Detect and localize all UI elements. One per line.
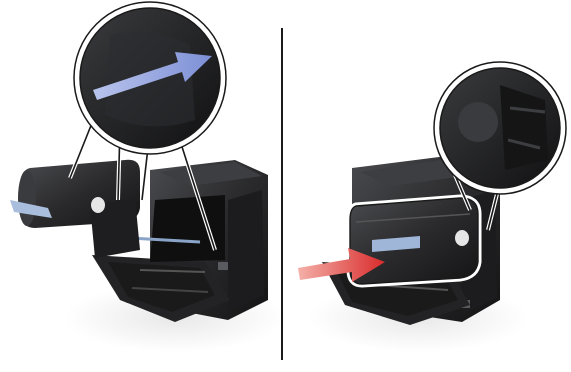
callout-circle-right: [434, 62, 566, 194]
right-panel: [298, 62, 566, 352]
left-panel: [10, 2, 285, 352]
callout-circle-left: [74, 2, 226, 154]
